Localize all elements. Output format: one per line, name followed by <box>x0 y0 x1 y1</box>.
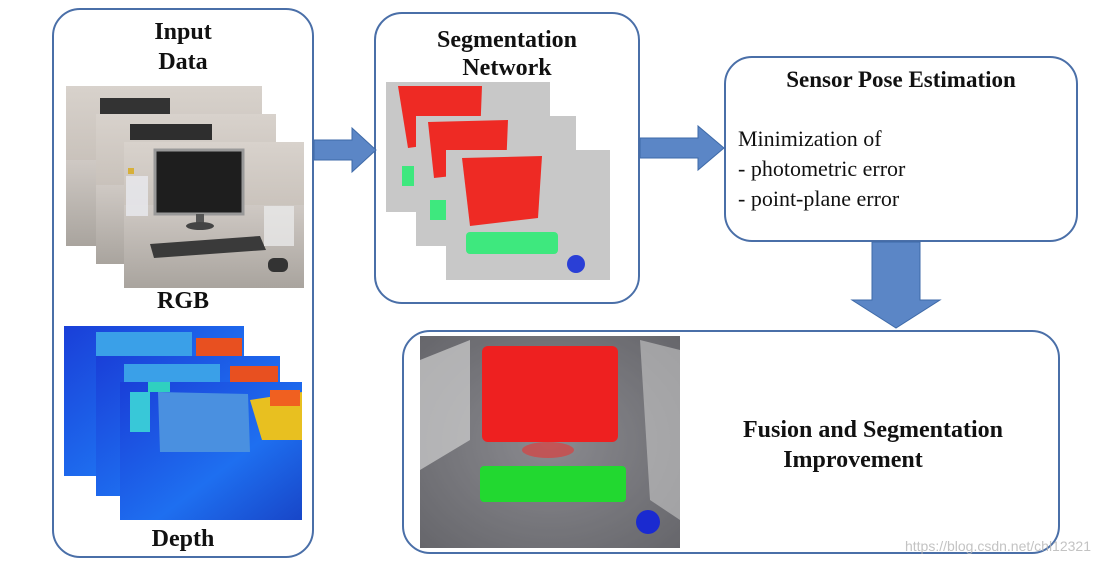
watermark-text: https://blog.csdn.net/chl12321 <box>904 538 1091 554</box>
arrow-segmentation-to-pose <box>639 124 725 172</box>
rgb-label: RGB <box>156 288 209 314</box>
fusion-title-line1: Fusion and Segmentation <box>742 417 1004 443</box>
pose-line3: - point-plane error <box>738 186 900 211</box>
pose-line2: - photometric error <box>738 156 906 181</box>
depth-label: Depth <box>151 526 215 552</box>
input-title-line2: Data <box>158 49 208 75</box>
fusion-title-line2: Improvement <box>783 447 923 473</box>
pose-line1: Minimization of <box>738 126 882 151</box>
segmentation-title-line1: Segmentation <box>437 27 577 53</box>
pose-title: Sensor Pose Estimation <box>786 67 1016 92</box>
input-title-line1: Input <box>154 19 212 45</box>
seg-frame-3 <box>446 150 610 280</box>
rgb-frame-3 <box>124 142 304 288</box>
arrow-input-to-segmentation <box>313 126 377 174</box>
depth-frame-3 <box>120 382 302 520</box>
arrow-pose-to-fusion <box>850 241 942 329</box>
sensor-pose-box <box>724 56 1078 242</box>
segmentation-title-line2: Network <box>462 55 552 81</box>
